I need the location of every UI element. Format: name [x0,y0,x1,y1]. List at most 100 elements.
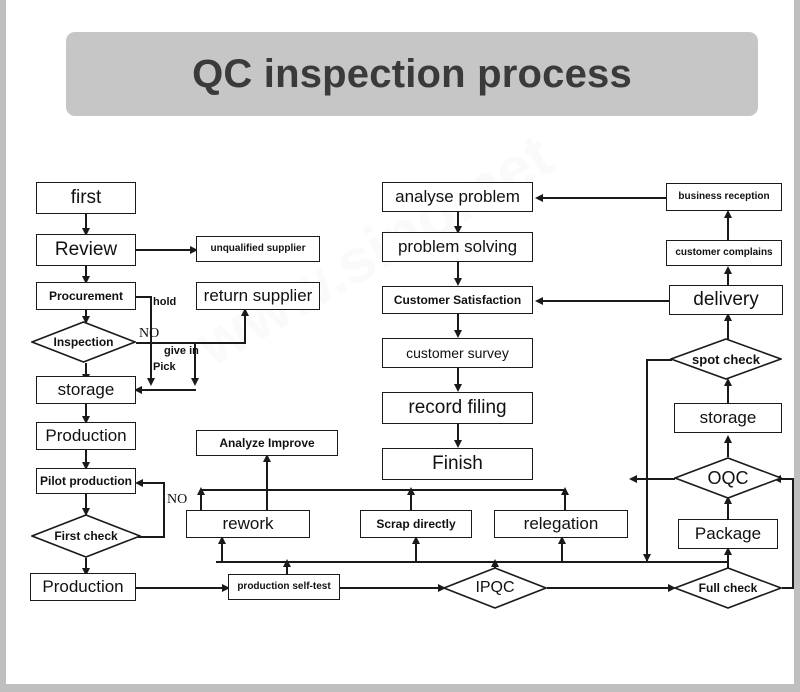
edge-right-bus-riser [646,489,648,562]
node-return-supplier[interactable]: return supplier [196,282,320,310]
arrowhead-up [560,487,569,495]
node-scrap-directly[interactable]: Scrap directly [360,510,472,538]
node-label: Full check [698,581,758,595]
node-storage-left[interactable]: storage [36,376,136,404]
edge-selftest-ipqc [340,587,444,589]
arrowhead-up [262,454,271,462]
node-label: OQC [707,467,749,488]
node-storage-right[interactable]: storage [674,403,782,433]
node-customer-complains[interactable]: customer complains [666,240,782,266]
diagram-page: QC inspection process www.sino.net first… [6,0,794,684]
node-delivery[interactable]: delivery [669,285,783,315]
node-problem-solving[interactable]: problem solving [382,232,533,262]
node-full-check[interactable]: Full check [674,567,782,609]
arrowhead-left [535,193,543,202]
edge-review-unqualified [136,249,195,251]
edge-firstcheck-production [85,558,87,574]
edge-ipqc-fullcheck [547,587,673,589]
edge-package-oqc [727,498,729,519]
node-review[interactable]: Review [36,234,136,266]
edge-firstcheck-no-v [163,482,165,537]
node-label: spot check [692,351,760,367]
node-label: return supplier [203,286,313,306]
node-label: Review [54,239,118,261]
node-label: Procurement [48,288,124,303]
node-production-bottom[interactable]: Production [30,573,136,601]
edge-return-supplier-riser [244,310,246,343]
diamond-shape [674,457,782,499]
node-label: customer survey [406,344,509,361]
diamond-shape [31,321,136,363]
edge-bus-bottom [216,561,646,563]
edge-bus-top [200,489,566,491]
arrowhead-up [723,313,732,321]
edge-procurement-hold-h [136,296,152,298]
edge-fullcheck-right-v [792,478,794,588]
node-production-top[interactable]: Production [36,422,136,450]
edge-bus-top-rework [200,489,202,510]
node-customer-satisfaction[interactable]: Customer Satisfaction [382,286,533,314]
node-label: Production [45,426,127,446]
edge-first-review [85,214,87,236]
node-label: storage [57,380,115,400]
node-package[interactable]: Package [678,519,778,549]
edge-label-hold: hold [153,296,177,308]
node-label: relegation [523,514,599,534]
node-relegation[interactable]: relegation [494,510,628,538]
arrowhead-up [406,487,415,495]
node-pilot-production[interactable]: Pilot production [36,468,136,494]
diamond-shape [670,338,782,380]
node-record-filing[interactable]: record filing [382,392,533,424]
edge-bus-bottom-rework [221,538,223,562]
arrowhead-down [81,508,90,516]
edge-storage-production [85,404,87,422]
arrowhead-down [453,384,462,392]
node-inspection[interactable]: Inspection [31,321,136,363]
node-oqc[interactable]: OQC [674,457,782,499]
node-unqualified-supplier[interactable]: unqualified supplier [196,236,320,262]
edge-give-in-v [194,342,196,384]
arrowhead-left [134,385,142,394]
edge-fullcheck-right-h [782,587,794,589]
node-procurement[interactable]: Procurement [36,282,136,310]
node-label: First check [54,529,118,543]
node-finish[interactable]: Finish [382,448,533,480]
arrowhead-left [535,296,543,305]
node-spot-check[interactable]: spot check [670,338,782,380]
edge-record-finish [457,424,459,446]
edge-label-no-2: NO [167,492,188,507]
arrowhead-down [81,462,90,470]
arrowhead-right [438,583,446,592]
edge-fullcheck-package [727,549,729,568]
page-title: QC inspection process [192,51,632,96]
node-label: Finish [432,453,483,475]
arrowhead-down [81,276,90,284]
node-label: storage [699,408,757,428]
node-label: unqualified supplier [210,242,306,254]
node-business-reception[interactable]: business reception [666,183,782,211]
edge-pilot-firstcheck [85,494,87,514]
node-label: delivery [693,289,759,311]
node-production-self-test[interactable]: production self-test [228,574,340,600]
node-first-check[interactable]: First check [31,514,141,558]
node-label: Pilot production [40,473,132,488]
node-rework[interactable]: rework [186,510,310,538]
node-label: Package [694,524,762,544]
arrowhead-up [723,210,732,218]
arrowhead-up [282,559,291,567]
node-ipqc[interactable]: IPQC [443,567,547,609]
node-analyse-problem[interactable]: analyse problem [382,182,533,212]
arrowhead-down [453,278,462,286]
node-customer-survey[interactable]: customer survey [382,338,533,368]
edge-selftest-riser [286,561,288,575]
node-label: record filing [408,397,507,419]
title-banner: QC inspection process [66,32,758,116]
node-label: production self-test [237,580,331,592]
node-analyze-improve[interactable]: Analyze Improve [196,430,338,456]
edge-analyse-solving [457,212,459,230]
edge-oqc-storage [727,437,729,457]
node-first[interactable]: first [36,182,136,214]
node-label: first [70,187,102,209]
diamond-shape [31,514,141,558]
arrowhead-down [146,378,155,386]
